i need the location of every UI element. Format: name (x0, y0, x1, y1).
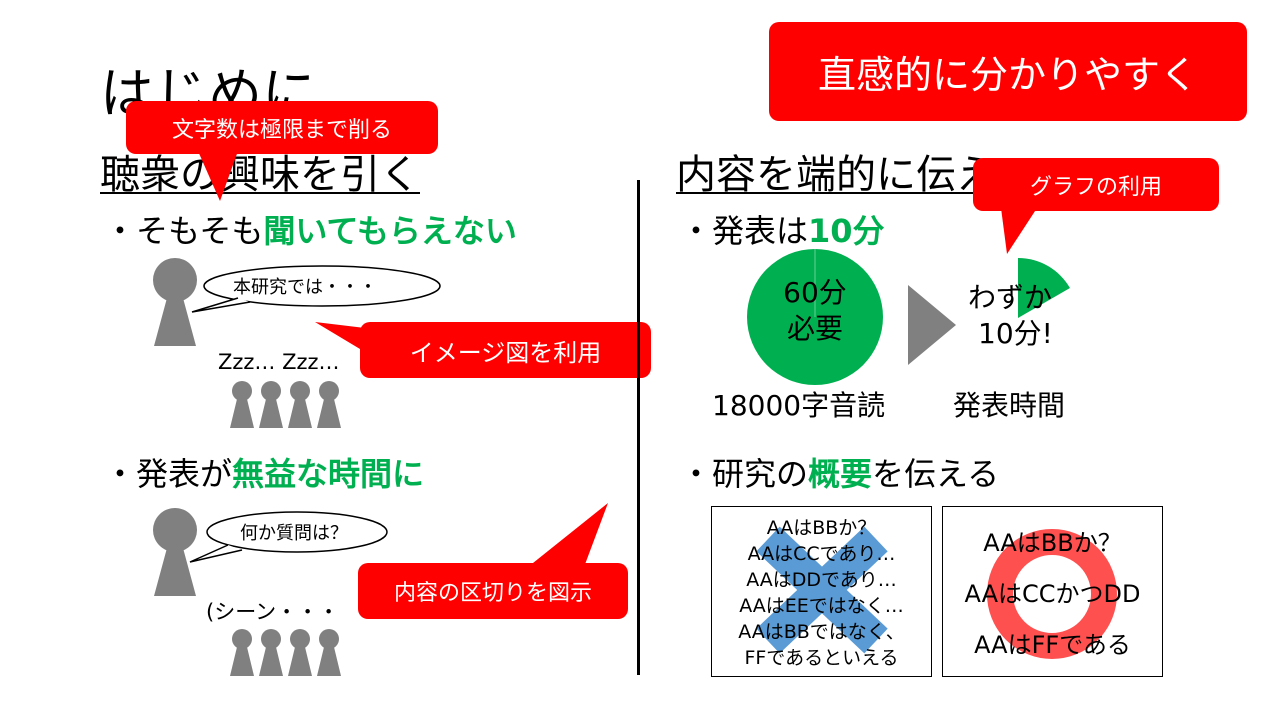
pie-10min-line1: わずか (968, 281, 1053, 314)
callout-use-graph: グラフの利用 (973, 158, 1219, 254)
callout-pointer (1001, 208, 1037, 254)
speech-bubble-icon (189, 511, 388, 563)
audience-icon (230, 381, 341, 428)
bad-box-line: AAはDDであり… (746, 569, 897, 591)
callout-show-divisions: 内容の区切りを図示 (358, 503, 628, 619)
callout-use-image-text: イメージ図を利用 (409, 338, 602, 367)
good-box-line: AAはCCかつDD (964, 580, 1141, 608)
callout-pointer (528, 503, 608, 567)
pie-10min (1018, 258, 1070, 318)
pie-10min-slice (1018, 258, 1070, 318)
circle-ok-icon (987, 529, 1117, 659)
speech-text-1: 本研究では・・・ (233, 277, 377, 298)
arrow-right-icon (908, 285, 956, 365)
pie-60min-line2: 必要 (786, 312, 843, 345)
bad-box-line: AAはCCであり… (747, 543, 896, 565)
bad-box-line: AAはBBか？ (766, 517, 877, 539)
bad-box-line: FFであるといえる (744, 647, 899, 669)
left-bullet-2-highlight: 無益な時間に (232, 455, 425, 493)
left-bullet-2-prefix: ・発表が (104, 455, 233, 493)
speech-text-2: 何か質問は？ (240, 523, 348, 544)
callout-reduce-chars: 文字数は極限まで削る (126, 101, 438, 201)
cross-icon (756, 526, 888, 654)
audience-icon (230, 629, 341, 676)
good-box-line: AAはBBか？ (983, 529, 1122, 557)
callout-intuitive: 直感的に分かりやすく (769, 22, 1247, 121)
left-bullet-1: ・そもそも聞いてもらえない (104, 212, 517, 250)
good-box-line: AAはFFである (974, 631, 1131, 659)
callout-use-graph-text: グラフの利用 (1029, 174, 1162, 200)
column-divider (637, 180, 640, 675)
callout-use-image: イメージ図を利用 (315, 322, 651, 378)
right-bullet-2-prefix: ・研究の (680, 455, 809, 493)
right-bullet-1: ・発表は10分 (680, 212, 885, 250)
callout-pointer (198, 151, 238, 201)
pie-60min-line1: 60分 (783, 276, 847, 309)
right-bullet-1-highlight: 10分 (808, 212, 885, 250)
bad-example-box: AAはBBか？ AAはCCであり… AAはDDであり… AAはEEではなく… A… (711, 506, 932, 677)
callout-pointer (315, 322, 365, 352)
bad-box-line: AAはEEではなく… (739, 595, 904, 617)
right-bullet-2-highlight: 概要 (808, 455, 873, 493)
left-bullet-2: ・発表が無益な時間に (104, 455, 424, 493)
speaker-icon (153, 258, 197, 346)
right-bullet-1-prefix: ・発表は (680, 212, 809, 250)
right-bullet-2-suffix: を伝える (872, 455, 1000, 493)
right-bullet-2: ・研究の概要を伝える (680, 455, 999, 493)
left-heading: 聴衆の興味を引く (100, 152, 420, 198)
pie-60min (747, 249, 883, 385)
pie-10min-line2: 10分! (978, 317, 1053, 350)
left-bullet-1-prefix: ・そもそも (104, 212, 264, 250)
callout-reduce-chars-text: 文字数は極限まで削る (171, 117, 392, 143)
callout-show-divisions-text: 内容の区切りを図示 (393, 581, 592, 606)
speaker-icon (153, 508, 197, 596)
silence-text: (シーン・・・ (206, 600, 340, 624)
speech-bubble-icon (191, 265, 441, 313)
pie-10min-caption: 発表時間 (953, 389, 1066, 422)
good-example-box: AAはBBか？ AAはCCかつDD AAはFFである (942, 506, 1163, 677)
bad-box-line: AAはBBではなく、 (738, 621, 905, 643)
zzz-text: Zzz… Zzz… (218, 350, 340, 374)
callout-intuitive-text: 直感的に分かりやすく (817, 53, 1198, 97)
left-bullet-1-highlight: 聞いてもらえない (263, 212, 517, 250)
pie-60min-caption: 18000字音読 (712, 389, 886, 422)
